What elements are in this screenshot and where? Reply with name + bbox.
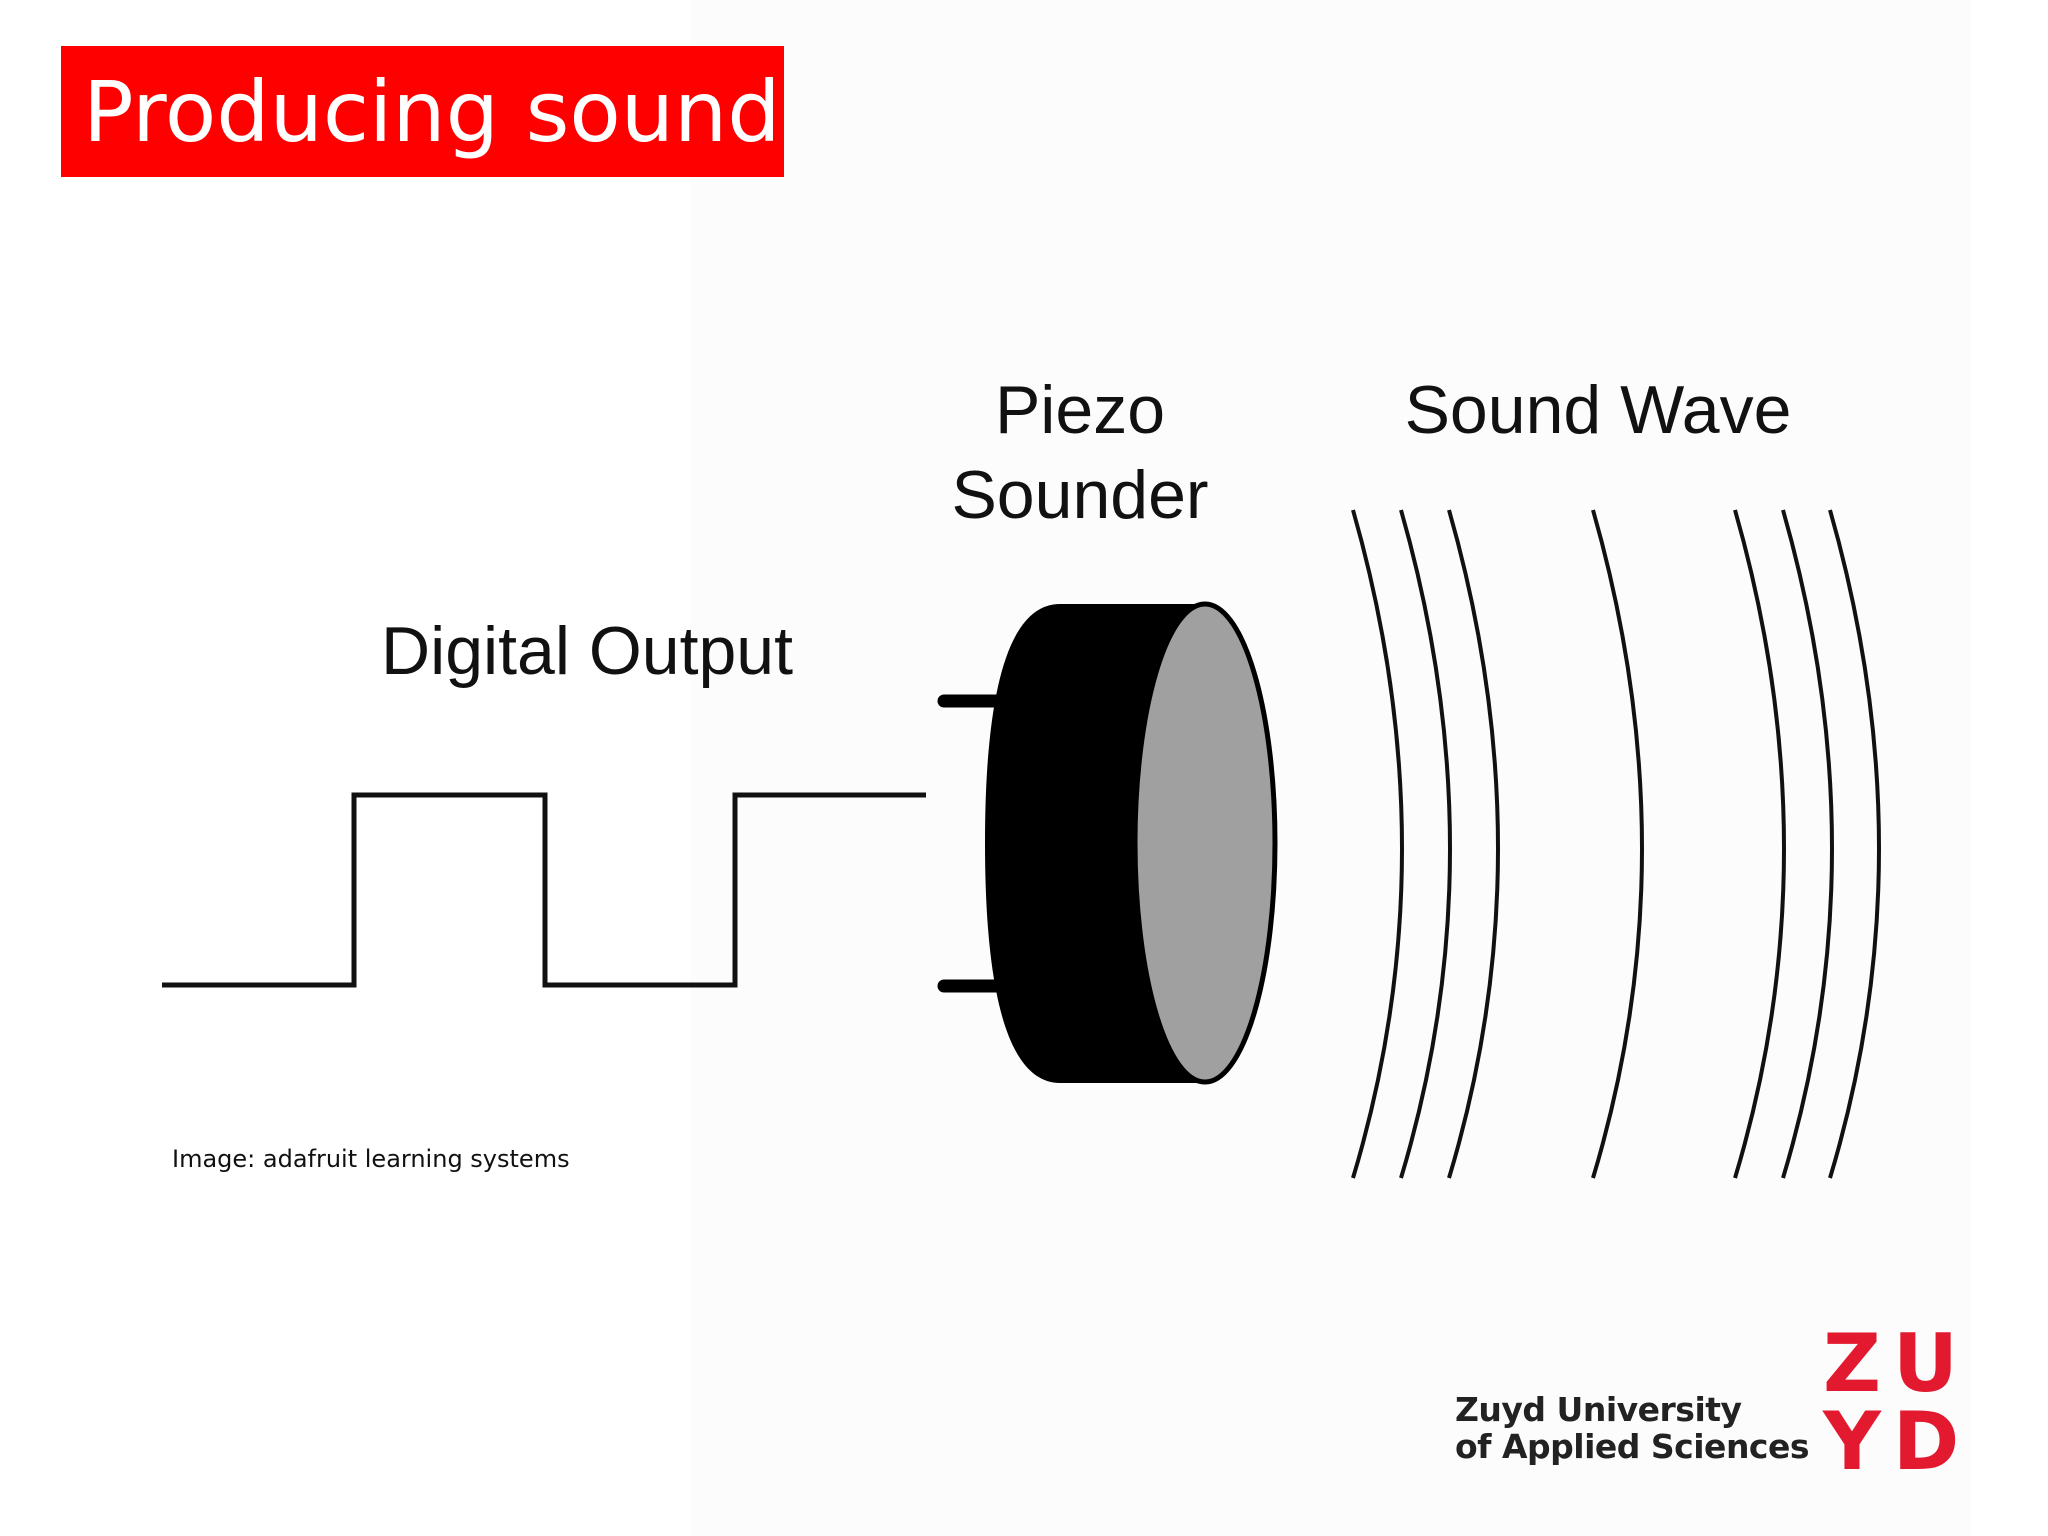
image-credit: Image: adafruit learning systems: [172, 1145, 570, 1173]
sound-wave-line: [1781, 509, 1834, 1179]
sound-wave-line: [1733, 509, 1786, 1179]
sound-wave-line: [1828, 509, 1881, 1179]
title-banner: Producing sound: [61, 46, 784, 177]
university-name-line2: of Applied Sciences: [1455, 1427, 1810, 1466]
square-wave: [162, 792, 926, 988]
sound-wave-line: [1447, 509, 1500, 1179]
sound-waves: [1351, 509, 1881, 1179]
sound-wave-line: [1351, 509, 1404, 1179]
digital-output-label: Digital Output: [381, 613, 793, 689]
sound-wave-line: [1399, 509, 1452, 1179]
figure-background: [690, 0, 1970, 1536]
slide-title: Producing sound: [83, 63, 781, 161]
sound-wave-line: [1591, 509, 1644, 1179]
zuyd-logo: ZU YD: [1823, 1317, 1972, 1488]
zuyd-logo-row2: YD: [1823, 1395, 1972, 1488]
university-name: Zuyd University of Applied Sciences: [1455, 1390, 1810, 1466]
university-name-line1: Zuyd University: [1455, 1390, 1742, 1429]
zuyd-logo-row1: ZU: [1823, 1317, 1970, 1410]
piezo-label-line2: Sounder: [951, 457, 1208, 533]
sounder-face: [1132, 601, 1278, 1085]
piezo-label-line1: Piezo: [995, 372, 1165, 448]
sound-wave-label: Sound Wave: [1405, 372, 1792, 448]
